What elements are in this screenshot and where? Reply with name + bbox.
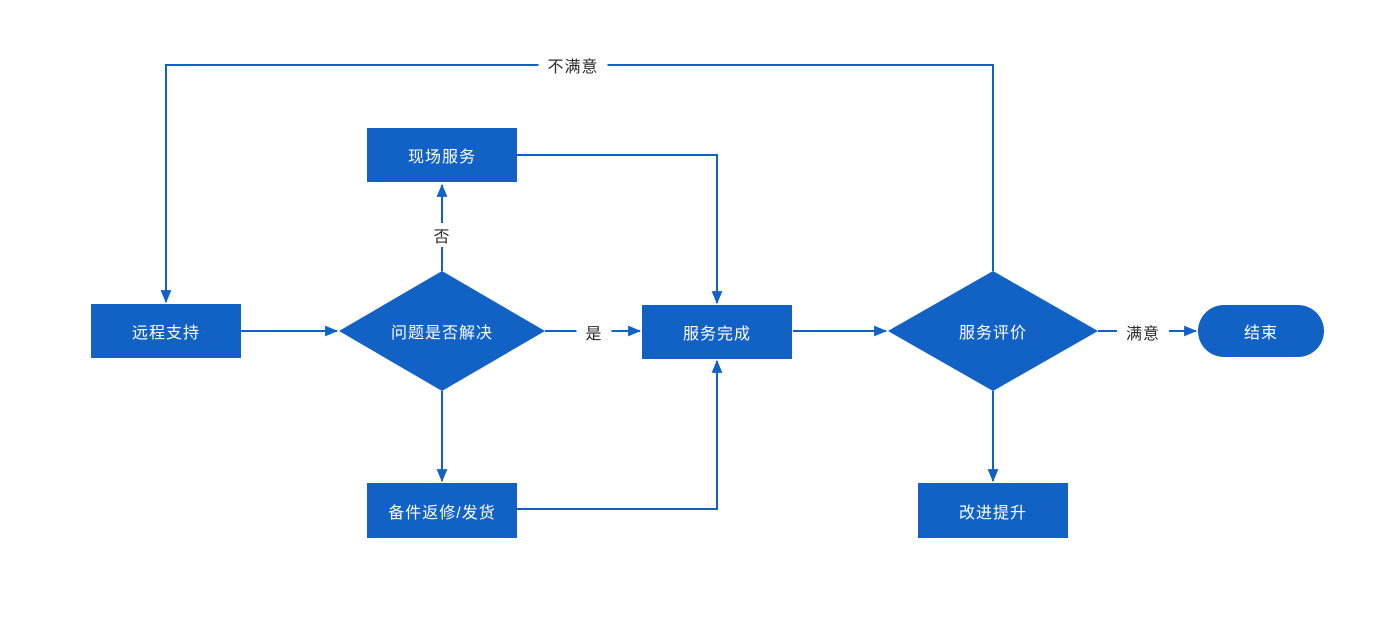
node-onsite-service[interactable]: 现场服务 [367,128,517,182]
edge-eval-to-remote [160,64,994,304]
node-service-evaluation[interactable]: 服务评价 [888,271,1098,391]
node-question-solved[interactable]: 问题是否解决 [339,271,545,391]
node-parts-repair[interactable]: 备件返修/发货 [367,483,517,538]
edge-onsite-to-complete [517,154,723,305]
node-improve[interactable]: 改进提升 [918,483,1068,538]
edge-label-question-to-complete: 是 [576,320,612,344]
edge-parts-to-complete [517,359,723,510]
edges-group [160,64,1198,510]
node-remote-support[interactable]: 远程支持 [91,304,241,358]
node-service-complete[interactable]: 服务完成 [642,305,792,359]
edge-label-eval-to-end: 满意 [1116,320,1170,344]
edge-label-eval-to-remote: 不满意 [538,53,608,77]
node-end[interactable]: 结束 [1198,305,1324,357]
edge-label-question-to-onsite: 否 [424,223,460,247]
